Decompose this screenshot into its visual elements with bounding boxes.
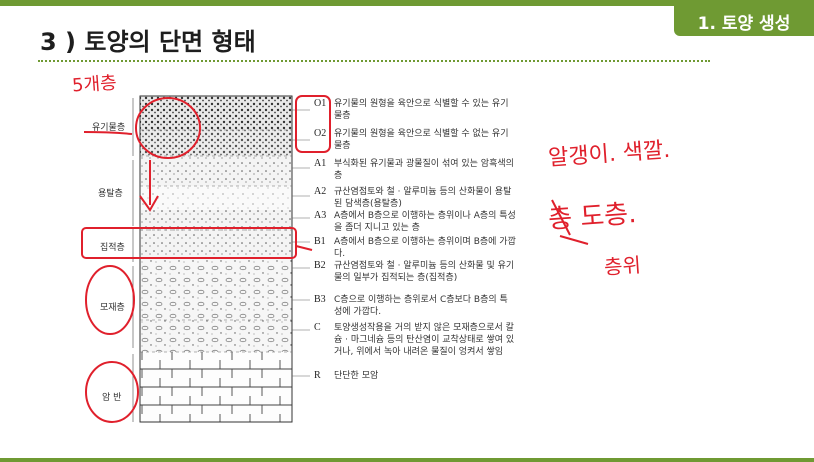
horizon-desc-a2: 규산염점토와 철 · 알루미늄 등의 산화물이 용탈된 담색층(용탈층) [334,187,512,209]
red-stroke-2 [559,235,589,245]
slide-title: 3 ) 토양의 단면 형태 [40,28,256,56]
horizon-code-b2: B2 [314,260,326,271]
top-accent-bar [0,0,814,6]
layer-label-organic: 유기물층 [92,123,126,133]
red-circle-organic [135,97,201,159]
red-circle-parent [85,265,135,335]
red-annotations [81,95,589,423]
note-line2: 층 도층. [547,198,638,236]
horizon-band-r [140,352,292,422]
horizon-desc-c: 토양생성작용을 거의 받지 않은 모재층으로서 칼슘 · 마그네슘 등의 탄산염… [334,323,515,357]
horizon-desc-b1: A층에서 B층으로 이행하는 층위이며 B층에 가깝다. [334,237,516,259]
horizon-band-a3 [140,210,292,230]
horizon-band-o1 [140,96,292,130]
soil-column [139,95,293,423]
horizon-code-a2: A2 [314,186,327,197]
horizon-code-a3: A3 [314,210,327,221]
horizon-code-b3: B3 [314,294,326,305]
horizon-band-a1 [140,156,292,186]
horizon-desc-a3: A층에서 B층으로 이행하는 층위이나 A층의 특성을 좀더 지니고 있는 층 [334,211,516,233]
layer-label-parent: 모재층 [100,303,125,313]
layer-label-bedrock: 암 반 [102,393,122,403]
horizon-code-b1: B1 [314,236,326,247]
horizon-pointers [292,109,310,377]
horizon-band-a2 [140,186,292,210]
horizon-band-b2 [140,258,292,290]
horizon-desc-a1: 부식화된 유기물과 광물질이 섞여 있는 암흑색의 층 [334,159,514,181]
horizon-code-c: C [314,322,321,333]
red-stroke-1 [551,199,571,236]
horizon-desc-r: 단단한 모암 [334,371,379,381]
horizon-band-o2 [140,130,292,156]
horizon-desc-b2: 규산염점토와 철 · 알루미늄 등의 산화물 및 유기물의 일부가 집적되는 층… [334,261,515,283]
note-line3: 층위 [603,252,642,280]
horizon-band-c [140,320,292,352]
horizon-desc-b3: C층으로 이행하는 층위로서 C층보다 B층의 특성에 가깝다. [334,295,508,317]
title-divider [38,60,710,62]
horizon-code-o1: O1 [314,98,327,109]
horizon-band-b3 [140,290,292,320]
horizon-code-r: R [314,370,321,381]
section-tab: 1. 토양 생성 [674,6,814,36]
bottom-accent-bar [0,458,814,462]
horizon-desc-o1: 유기물의 원형을 육안으로 식별할 수 있는 유기물층 [334,99,509,121]
red-underline-organic [83,131,133,135]
horizon-band-b1 [140,230,292,258]
red-box-o-codes [295,95,331,153]
horizon-code-a1: A1 [314,158,327,169]
red-arrow-head [139,195,159,212]
red-tick-b1 [295,245,313,251]
horizon-code-o2: O2 [314,128,327,139]
note-five-layers: 5개층 [71,72,118,97]
layer-label-accumulation: 집적층 [100,243,125,253]
horizon-desc-o2: 유기물의 원형을 육안으로 식별할 수 없는 유기물층 [334,129,509,151]
layer-label-eluviation: 용탈층 [98,189,123,199]
red-circle-bedrock [85,361,139,423]
red-box-accumulation [81,227,297,259]
